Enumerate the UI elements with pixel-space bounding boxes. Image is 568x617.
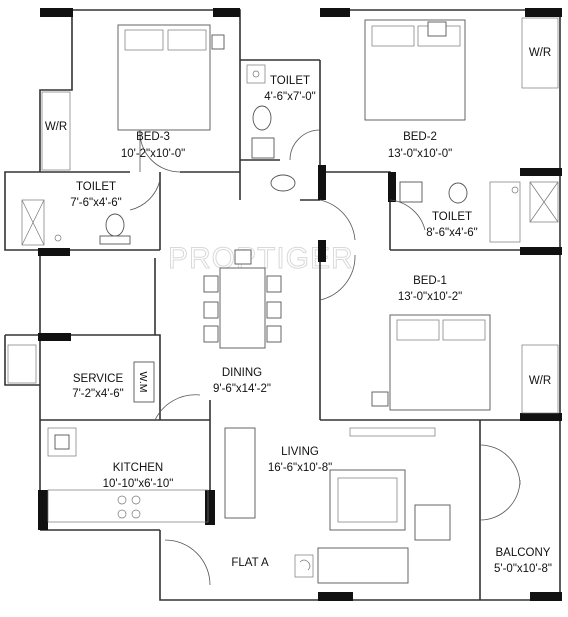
room-name-living: LIVING [281, 446, 319, 458]
room-size-living: 16'-6"x10'-8" [268, 462, 332, 474]
pillars [38, 8, 562, 601]
room-name-toilet-top: TOILET [270, 75, 310, 87]
room-name-dining: DINING [222, 367, 262, 379]
room-size-balcony: 5'-0"x10'-8" [494, 563, 552, 575]
washing-machine-label: W.M [137, 372, 149, 393]
wardrobe-label-bed1: W/R [529, 375, 551, 387]
wardrobe-label-bed2: W/R [529, 47, 551, 59]
room-size-bed2: 13'-0"x10'-0" [388, 148, 452, 160]
bed-2-furniture [364, 19, 466, 121]
room-size-bed1: 13'-0"x10'-2" [398, 291, 462, 303]
wardrobes [41, 17, 559, 414]
service-fixtures [7, 344, 155, 403]
bed-3-furniture [117, 24, 225, 131]
room-size-bed3: 10'-2"x10'-0" [121, 148, 185, 160]
room-name-kitchen: KITCHEN [113, 462, 163, 474]
room-name-bed2: BED-2 [403, 131, 437, 143]
room-size-service: 7'-2"x4'-6" [72, 388, 124, 400]
toilet-right-fixtures [399, 181, 521, 243]
room-size-toilet-top: 4'-6"x7'-0" [264, 91, 316, 103]
dining-table [203, 249, 282, 349]
wardrobe-label-bed3: W/R [45, 121, 67, 133]
living-furniture [224, 427, 451, 584]
room-size-dining: 9'-6"x14'-2" [213, 383, 271, 395]
room-name-toilet-left: TOILET [76, 181, 116, 193]
bed-1-furniture [371, 314, 491, 411]
room-name-bed3: BED-3 [136, 131, 170, 143]
room-size-kitchen: 10'-10"x6'-10" [103, 478, 174, 490]
toilet-top-fixtures [246, 64, 296, 192]
toilet-left-fixtures [21, 199, 131, 246]
room-size-toilet-left: 7'-6"x4'-6" [70, 197, 122, 209]
kitchen-fixtures [47, 427, 209, 523]
room-name-service: SERVICE [73, 373, 124, 385]
room-labels: BED-3 10'-2"x10'-0" TOILET 4'-6"x7'-0" B… [45, 47, 552, 575]
plan-title: FLAT A [231, 557, 269, 569]
room-name-bed1: BED-1 [413, 275, 447, 287]
room-name-toilet-right: TOILET [432, 211, 472, 223]
doors [129, 129, 521, 586]
room-size-toilet-right: 8'-6"x4'-6" [426, 227, 478, 239]
room-name-balcony: BALCONY [496, 547, 551, 559]
